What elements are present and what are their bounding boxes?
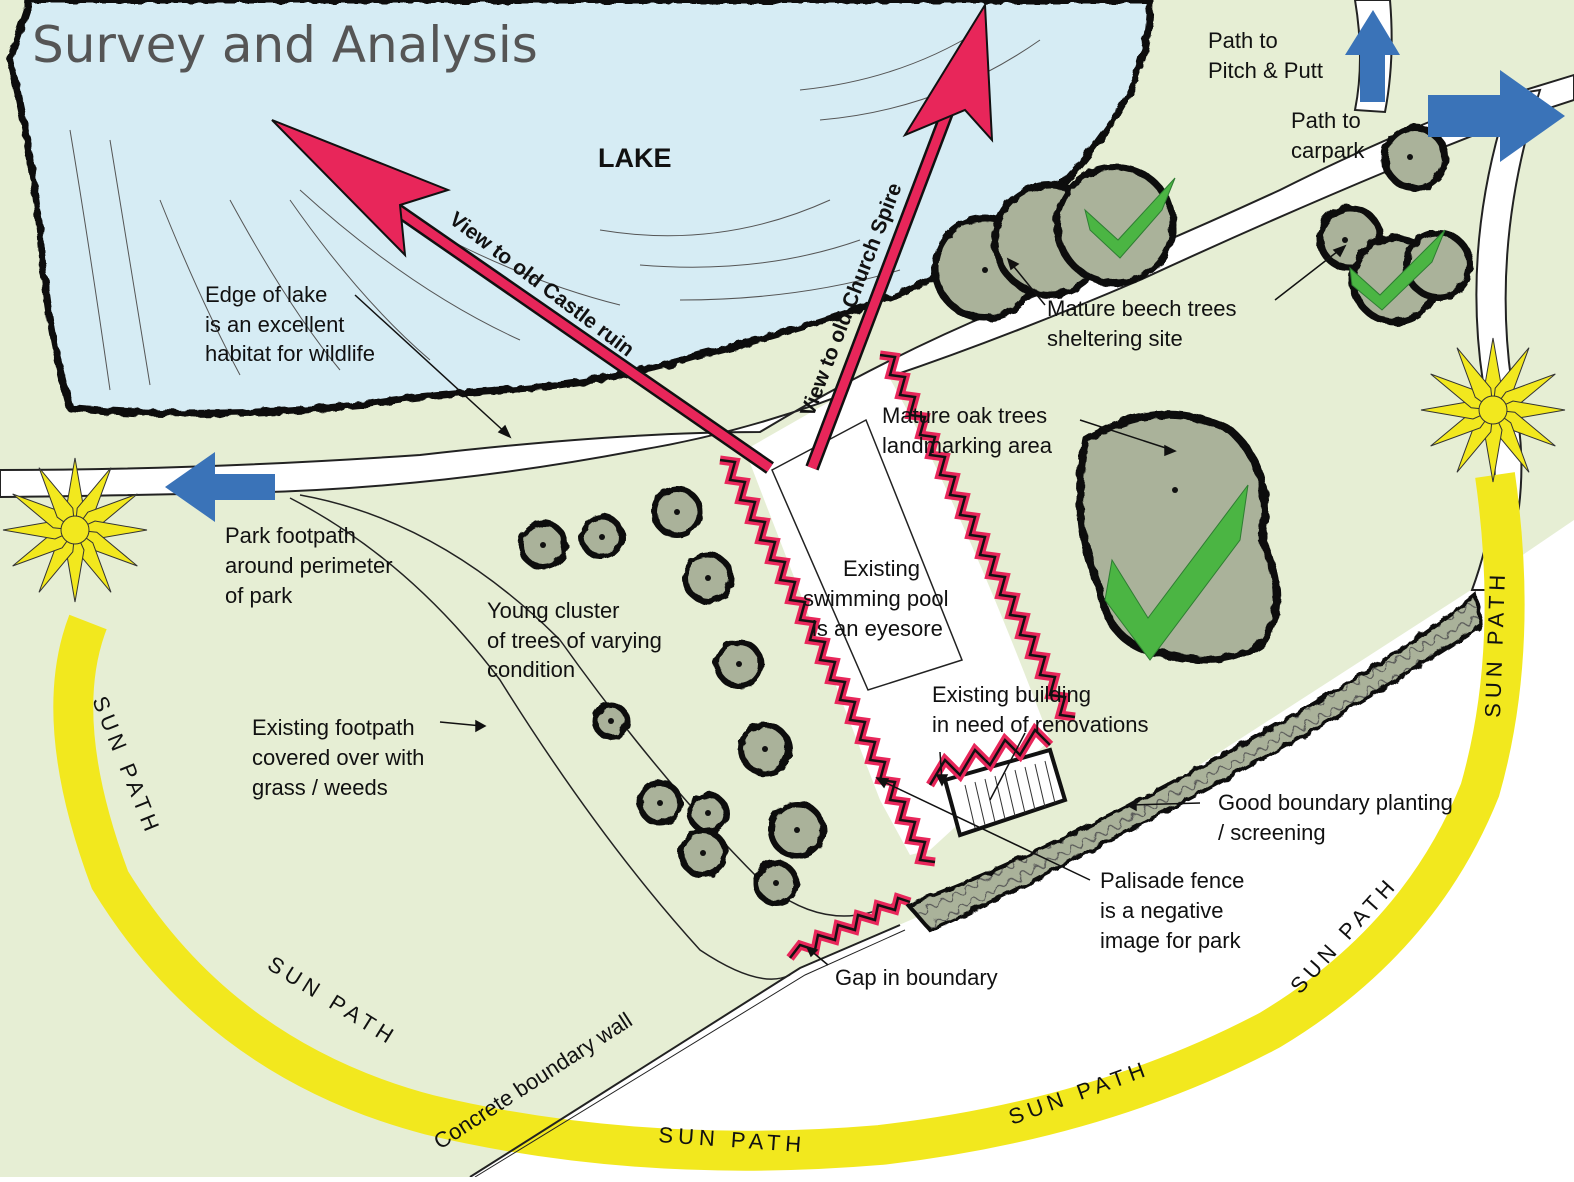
svg-text:Young cluster: Young cluster xyxy=(487,598,620,623)
svg-text:Existing footpath: Existing footpath xyxy=(252,715,415,740)
svg-text:Existing building: Existing building xyxy=(932,682,1091,707)
view-arrow-castle xyxy=(271,119,774,474)
svg-text:SUN PATH: SUN PATH xyxy=(1480,569,1510,718)
svg-text:carpark: carpark xyxy=(1291,138,1365,163)
svg-text:Park footpath: Park footpath xyxy=(225,523,356,548)
svg-text:Mature beech trees: Mature beech trees xyxy=(1047,296,1237,321)
sun-icon xyxy=(2,457,148,603)
label-beech: Mature beech trees sheltering site xyxy=(1047,296,1237,351)
old-footpath xyxy=(289,494,901,980)
label-footpath: Park footpath around perimeter of park xyxy=(225,523,393,608)
arrow-right-icon xyxy=(1428,70,1565,162)
arrow-up-icon xyxy=(1345,10,1400,102)
svg-text:Edge of lake: Edge of lake xyxy=(205,282,327,307)
sun-icon xyxy=(1420,337,1566,483)
swimming-pool xyxy=(771,418,963,691)
checkmark-icon xyxy=(1084,177,1446,661)
svg-text:Palisade fence: Palisade fence xyxy=(1100,868,1244,893)
label-lake-edge: Edge of lake is an excellent habitat for… xyxy=(205,282,375,366)
svg-text:covered over with: covered over with xyxy=(252,745,424,770)
svg-text:is an excellent: is an excellent xyxy=(205,312,344,337)
label-oak: Mature oak trees landmarking area xyxy=(882,403,1053,458)
svg-text:is an eyesore: is an eyesore xyxy=(812,616,943,641)
svg-text:habitat for wildlife: habitat for wildlife xyxy=(205,341,375,366)
svg-text:Path to: Path to xyxy=(1291,108,1361,133)
svg-text:landmarking area: landmarking area xyxy=(882,433,1053,458)
svg-text:in need of renovations: in need of renovations xyxy=(932,712,1149,737)
svg-text:/ screening: / screening xyxy=(1218,820,1326,845)
existing-building xyxy=(942,747,1068,838)
svg-text:condition: condition xyxy=(487,657,575,682)
page-title: Survey and Analysis xyxy=(32,16,538,74)
label-pool: Existing swimming pool is an eyesore xyxy=(803,556,949,641)
arrow-left-icon xyxy=(165,452,275,522)
label-boundary-planting: Good boundary planting / screening xyxy=(1218,790,1453,845)
label-fence: Palisade fence is a negative image for p… xyxy=(1100,868,1244,953)
svg-text:Mature oak trees: Mature oak trees xyxy=(882,403,1047,428)
svg-text:Pitch & Putt: Pitch & Putt xyxy=(1208,58,1323,83)
svg-text:Existing: Existing xyxy=(843,556,920,581)
svg-text:swimming pool: swimming pool xyxy=(803,586,949,611)
svg-text:is a negative: is a negative xyxy=(1100,898,1224,923)
svg-text:sheltering site: sheltering site xyxy=(1047,326,1183,351)
view-arrow-church xyxy=(805,1,994,471)
svg-text:of trees of varying: of trees of varying xyxy=(487,628,662,653)
leader-lines xyxy=(354,244,1347,966)
boundary-hedge xyxy=(904,591,1485,933)
label-old-footpath: Existing footpath covered over with gras… xyxy=(252,715,424,800)
svg-text:of park: of park xyxy=(225,583,293,608)
svg-text:image for park: image for park xyxy=(1100,928,1242,953)
concrete-boundary-wall xyxy=(469,924,901,1178)
svg-text:around perimeter: around perimeter xyxy=(225,553,393,578)
label-building: Existing building in need of renovations xyxy=(932,682,1149,737)
svg-text:Good boundary planting: Good boundary planting xyxy=(1218,790,1453,815)
svg-text:grass / weeds: grass / weeds xyxy=(252,775,388,800)
label-young-trees: Young cluster of trees of varying condit… xyxy=(487,598,662,682)
label-paths: Path to Pitch & Putt Path to carpark xyxy=(1208,28,1365,163)
svg-text:Path to: Path to xyxy=(1208,28,1278,53)
lake-label: LAKE xyxy=(598,143,672,173)
label-gap: Gap in boundary xyxy=(835,965,998,990)
oak-tree xyxy=(1076,410,1281,664)
sun-path-arc xyxy=(53,472,1525,1171)
